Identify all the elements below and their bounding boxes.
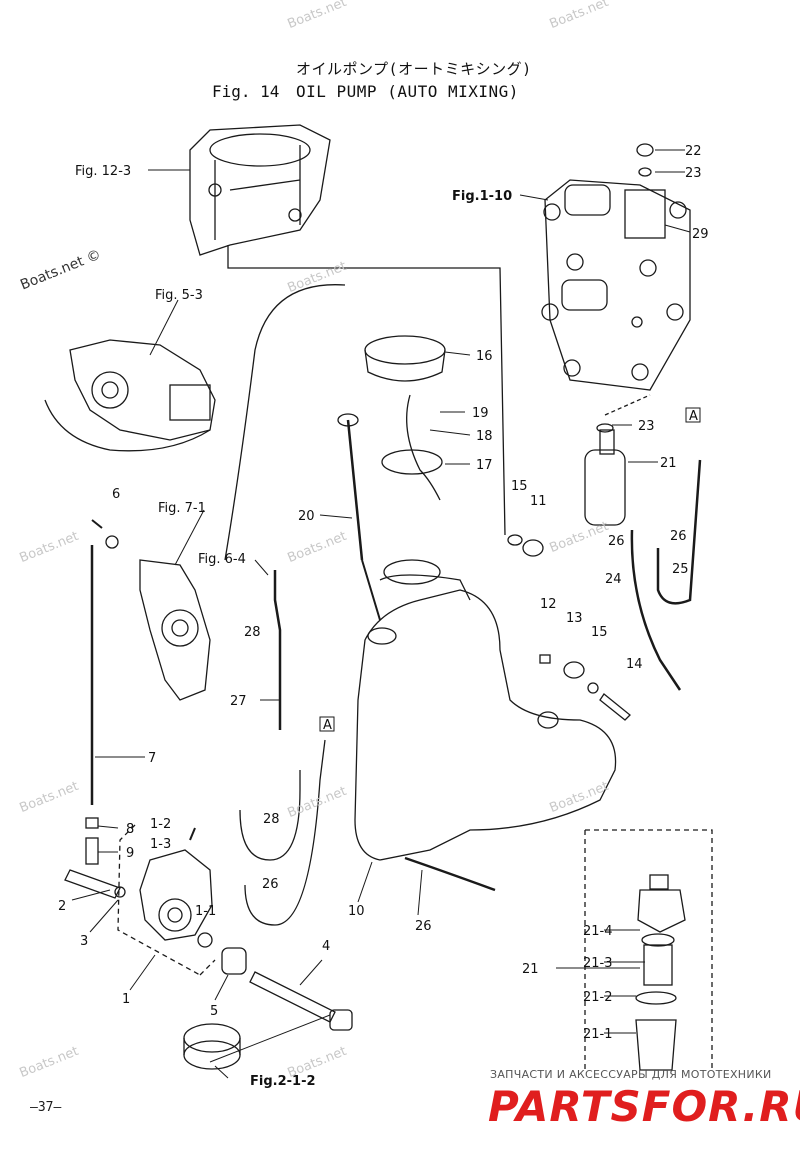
collar (539, 654, 551, 664)
svg-text:A: A (323, 718, 332, 733)
vent-line (224, 284, 346, 561)
hose-27 (273, 570, 282, 730)
callout-22: 22 (685, 144, 702, 159)
diagram-title: OIL PUMP (AUTO MIXING) (296, 82, 519, 101)
grommet (522, 539, 544, 557)
callout-19: 19 (472, 406, 489, 421)
callout-27: 27 (230, 694, 247, 709)
callout-15-b: 15 (591, 625, 608, 640)
callout-10: 10 (348, 904, 365, 919)
callout-29: 29 (692, 227, 709, 242)
callout-1-1: 1-1 (195, 904, 216, 919)
callout-6: 6 (112, 487, 120, 502)
callout-5: 5 (210, 1004, 218, 1019)
hose-24 (630, 529, 682, 691)
tank-cap (364, 335, 446, 382)
callout-23-a: 23 (685, 166, 702, 181)
callout-1-3: 1-3 (150, 837, 171, 852)
cap-strap (406, 394, 441, 501)
callout-1: 1 (122, 992, 130, 1007)
callout-1-2: 1-2 (150, 817, 171, 832)
rod-sleeve (85, 837, 99, 865)
callout-3: 3 (80, 934, 88, 949)
callout-20: 20 (298, 509, 315, 524)
ref-fig-7-1: Fig. 7-1 (158, 501, 206, 516)
ref-fig-6-4: Fig. 6-4 (198, 552, 246, 567)
callout-18: 18 (476, 429, 493, 444)
pump-drive-shaft (64, 869, 121, 899)
ref-fig-2-1-2: Fig.2-1-2 (250, 1074, 316, 1089)
hose-26-lower (404, 856, 496, 892)
callout-4: 4 (322, 939, 330, 954)
ref-fig-12-3: Fig. 12-3 (75, 164, 131, 179)
figure-number: Fig. 14 (212, 82, 280, 101)
callout-16: 16 (476, 349, 493, 364)
callout-14: 14 (626, 657, 643, 672)
connector-a-lower: A (319, 716, 335, 733)
japanese-title: オイルポンプ(オートミキシング) (296, 60, 532, 78)
hose-loop-26 (244, 739, 326, 926)
shop-tagline: ЗАПЧАСТИ И АКСЕССУАРЫ ДЛЯ МОТОТЕХНИКИ (490, 1068, 772, 1081)
callout-26-d: 26 (415, 919, 432, 934)
rod-clip (85, 817, 99, 829)
callout-23-b: 23 (638, 419, 655, 434)
shop-logo: PARTSFOR.RU (488, 1082, 800, 1131)
callout-24: 24 (605, 572, 622, 587)
level-gauge (346, 419, 364, 561)
drive-gear-ring (183, 1023, 241, 1070)
pump-shaft (249, 971, 336, 1023)
callout-15-a: 15 (511, 479, 528, 494)
throttle-lever-bracket (105, 535, 211, 701)
callout-28-b: 28 (263, 812, 280, 827)
callout-21-b: 21 (522, 962, 539, 977)
callout-21-1: 21-1 (583, 1027, 613, 1042)
oil-tank (354, 559, 617, 861)
callout-28-a: 28 (244, 625, 261, 640)
callout-12: 12 (540, 597, 557, 612)
callout-21-2: 21-2 (583, 990, 613, 1005)
callout-21-3: 21-3 (583, 956, 613, 971)
cap-gasket (381, 449, 443, 475)
svg-text:A: A (689, 409, 698, 424)
filter-bracket (624, 189, 666, 239)
hose-25 (656, 459, 702, 605)
callout-8: 8 (126, 822, 134, 837)
bolt (599, 693, 631, 721)
callout-26-b: 26 (670, 529, 687, 544)
oil-filter (584, 423, 626, 526)
callout-11: 11 (530, 494, 547, 509)
callout-25: 25 (672, 562, 689, 577)
callout-26-c: 26 (262, 877, 279, 892)
callout-21-4: 21-4 (583, 924, 613, 939)
callout-2: 2 (58, 899, 66, 914)
callout-26-a: 26 (608, 534, 625, 549)
page-number: —37— (30, 1100, 62, 1115)
callout-7: 7 (148, 751, 156, 766)
ref-fig-1-10: Fig.1-10 (452, 189, 512, 204)
hose-loop-28 (239, 770, 301, 861)
callout-17: 17 (476, 458, 493, 473)
carburetor (44, 339, 216, 452)
callout-13: 13 (566, 611, 583, 626)
vent-hose (227, 245, 506, 536)
filter-exploded (635, 874, 686, 1071)
oil-pump (139, 827, 213, 948)
callout-9: 9 (126, 846, 134, 861)
ref-fig-5-3: Fig. 5-3 (155, 288, 203, 303)
bracket-assembly (189, 124, 331, 256)
mounting-plate (541, 179, 691, 391)
driven-gear (221, 947, 247, 975)
callout-21: 21 (660, 456, 677, 471)
connector-a-upper: A (685, 407, 701, 424)
